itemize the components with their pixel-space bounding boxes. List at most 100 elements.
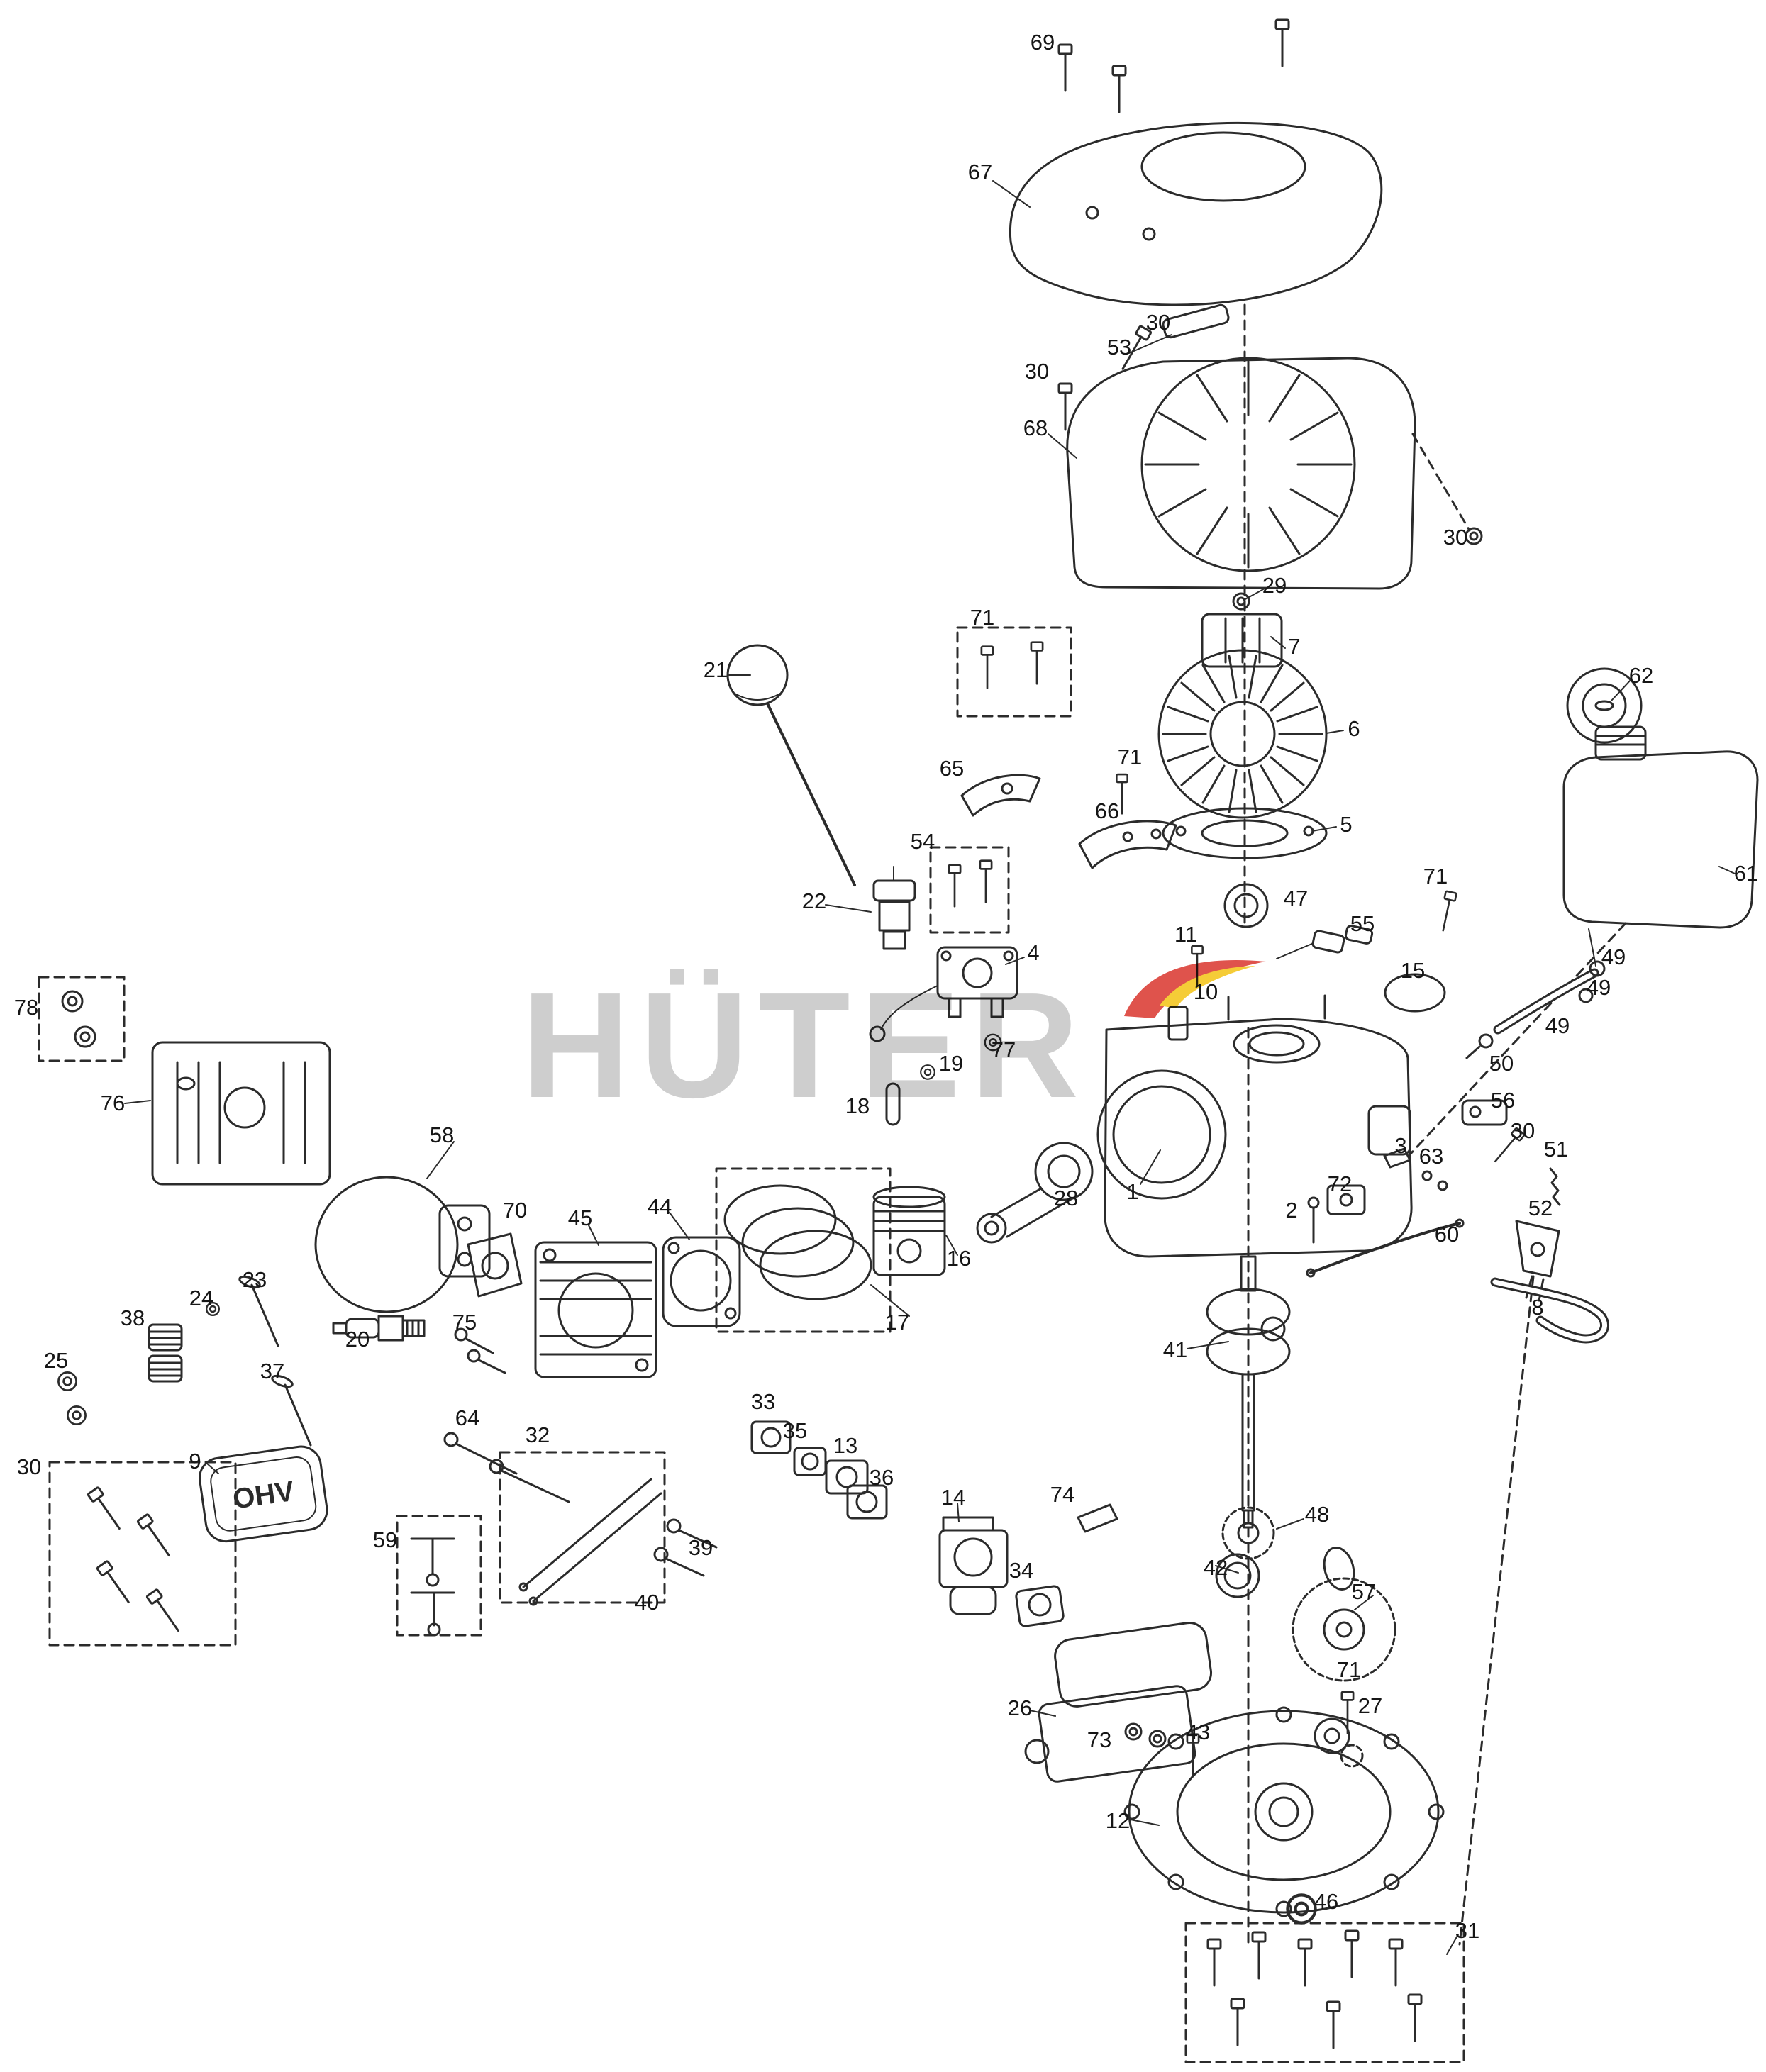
part-number-11: 11 xyxy=(1174,922,1198,947)
part-36-gasket xyxy=(846,1484,888,1520)
part-number-22: 22 xyxy=(801,889,827,913)
part-number-74: 74 xyxy=(1050,1482,1075,1507)
part-number-37: 37 xyxy=(260,1359,285,1383)
part-1-cylinder-block xyxy=(1096,994,1413,1258)
part-number-44: 44 xyxy=(647,1194,672,1219)
part-45-cylinder-head xyxy=(534,1241,657,1378)
part-30-screw-box xyxy=(48,1461,237,1647)
part-number-32: 32 xyxy=(525,1422,550,1447)
part-number-36: 36 xyxy=(869,1465,894,1490)
part-number-30: 30 xyxy=(1510,1118,1535,1143)
part-22-oil-sensor xyxy=(872,866,916,950)
part-15-cover xyxy=(1384,973,1446,1013)
part-23-valve xyxy=(238,1275,279,1347)
part-number-7: 7 xyxy=(1288,634,1301,659)
part-number-54: 54 xyxy=(910,829,935,854)
part-21-dipstick xyxy=(726,644,856,886)
part-number-39: 39 xyxy=(688,1535,713,1560)
part-number-41: 41 xyxy=(1162,1337,1188,1362)
part-number-77: 77 xyxy=(991,1037,1016,1062)
part-53-bracket xyxy=(1162,303,1230,339)
part-number-34: 34 xyxy=(1009,1558,1034,1583)
part-number-78: 78 xyxy=(13,995,39,1020)
part-number-70: 70 xyxy=(502,1198,528,1222)
part-54-bolt-box xyxy=(929,846,1010,934)
part-number-60: 60 xyxy=(1434,1222,1460,1247)
part-number-49: 49 xyxy=(1586,975,1611,1000)
part-number-56: 56 xyxy=(1490,1088,1516,1113)
part-number-57: 57 xyxy=(1351,1579,1377,1604)
part-65-bracket xyxy=(960,774,1041,817)
part-number-6: 6 xyxy=(1348,716,1360,741)
part-49-fuel-line xyxy=(1493,928,1606,1035)
part-78-washer-box xyxy=(38,976,126,1062)
part-35-spacer xyxy=(793,1447,827,1476)
part-number-59: 59 xyxy=(372,1527,398,1552)
part-number-16: 16 xyxy=(946,1246,972,1271)
part-number-14: 14 xyxy=(940,1485,966,1510)
part-7-starter-cup xyxy=(1201,613,1283,668)
part-number-21: 21 xyxy=(703,657,728,682)
part-number-2: 2 xyxy=(1285,1198,1298,1222)
part-6-flywheel xyxy=(1157,649,1328,819)
part-72-plate xyxy=(1326,1184,1366,1215)
part-number-15: 15 xyxy=(1400,958,1426,983)
part-number-55: 55 xyxy=(1350,911,1375,936)
part-56-bracket xyxy=(1461,1099,1508,1126)
part-32-bolt xyxy=(489,1459,570,1503)
part-66-bracket xyxy=(1078,820,1177,869)
part-28-connecting-rod xyxy=(976,1142,1094,1244)
part-number-4: 4 xyxy=(1027,940,1040,965)
part-number-65: 65 xyxy=(939,756,965,781)
part-2-stud xyxy=(1307,1196,1320,1244)
part-42-washer xyxy=(1215,1553,1260,1598)
part-61-fuel-tank xyxy=(1562,725,1759,929)
leader-lines xyxy=(124,180,1736,1955)
part-33-gasket xyxy=(750,1420,792,1454)
part-number-30: 30 xyxy=(16,1454,42,1479)
part-number-12: 12 xyxy=(1105,1808,1131,1833)
part-number-28: 28 xyxy=(1053,1186,1079,1210)
part-number-62: 62 xyxy=(1628,663,1654,688)
part-14-carburetor xyxy=(938,1516,1009,1615)
part-number-69: 69 xyxy=(1030,30,1055,55)
part-number-71: 71 xyxy=(1336,1657,1362,1682)
part-number-24: 24 xyxy=(189,1286,214,1310)
part-number-52: 52 xyxy=(1528,1196,1553,1220)
part-50-fitting xyxy=(1465,1033,1494,1059)
part-number-49: 49 xyxy=(1545,1013,1570,1038)
part-37-valve xyxy=(271,1374,312,1447)
part-76-muffler-guard xyxy=(151,1041,331,1186)
part-55-connector xyxy=(1276,925,1374,959)
part-5-stator-plate xyxy=(1162,807,1328,859)
part-number-31: 31 xyxy=(1455,1918,1480,1943)
part-number-68: 68 xyxy=(1023,416,1048,440)
part-60-link-rod xyxy=(1306,1218,1465,1278)
part-38-valve-springs xyxy=(148,1323,183,1383)
part-number-75: 75 xyxy=(452,1310,477,1335)
part-17-piston-rings xyxy=(715,1167,892,1333)
part-number-76: 76 xyxy=(100,1091,126,1115)
part-71-screw-box xyxy=(956,626,1072,718)
part-number-19: 19 xyxy=(938,1051,964,1076)
part-number-27: 27 xyxy=(1357,1693,1383,1718)
part-number-73: 73 xyxy=(1087,1727,1112,1752)
part-27-governor xyxy=(1314,1717,1364,1768)
part-number-30: 30 xyxy=(1443,525,1468,550)
part-number-53: 53 xyxy=(1106,335,1132,360)
part-75-bolts xyxy=(454,1327,506,1374)
part-number-17: 17 xyxy=(884,1310,910,1335)
part-number-72: 72 xyxy=(1327,1171,1353,1196)
part-number-20: 20 xyxy=(345,1327,370,1352)
part-number-1: 1 xyxy=(1126,1179,1139,1204)
part-number-38: 38 xyxy=(120,1305,145,1330)
part-74-bracket xyxy=(1077,1503,1118,1533)
part-48-gear xyxy=(1221,1506,1275,1560)
part-59-rocker-box xyxy=(396,1515,482,1637)
part-number-48: 48 xyxy=(1304,1502,1330,1527)
part-40-pushrod-box xyxy=(499,1451,666,1606)
part-12-crankcase-cover xyxy=(1123,1706,1445,1917)
part-number-23: 23 xyxy=(242,1267,267,1292)
part-number-13: 13 xyxy=(833,1433,858,1458)
part-number-45: 45 xyxy=(567,1205,593,1230)
